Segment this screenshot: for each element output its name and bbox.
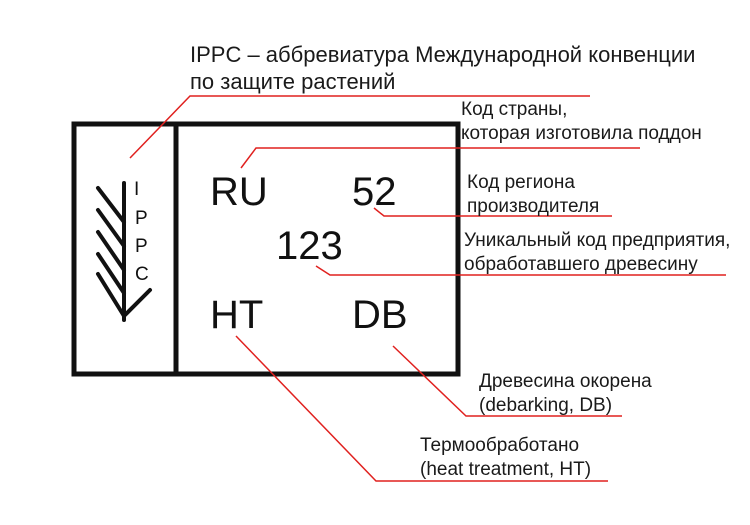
debarking-annotation: Древесина окорена (debarking, DB) xyxy=(479,370,652,418)
region-annotation: Код региона производителя xyxy=(467,171,599,219)
leader-enterprise xyxy=(315,265,726,276)
ippc-letter-p2: P xyxy=(135,236,148,257)
debarking-code: DB xyxy=(352,293,408,337)
country-annotation: Код страны, которая изготовила поддон xyxy=(461,98,702,146)
region-annotation-line2: производителя xyxy=(467,196,600,217)
ippc-letter-i: I xyxy=(134,179,140,200)
country-code: RU xyxy=(210,170,268,214)
leader-lines xyxy=(129,95,726,482)
country-annotation-line2: которая изготовила поддон xyxy=(461,123,702,144)
leader-debarking xyxy=(392,345,622,417)
leader-ippc xyxy=(129,95,590,159)
leader-region xyxy=(373,207,612,217)
ippc-explanation: IPPC – аббревиатура Международной конвен… xyxy=(190,41,695,95)
treatment-code: HT xyxy=(210,293,264,337)
ippc-letter-c: C xyxy=(135,264,149,285)
heat-annotation-line2: (heat treatment, HT) xyxy=(420,459,592,480)
debarking-annotation-line1: Древесина окорена xyxy=(479,371,652,392)
leader-heat xyxy=(235,335,608,482)
enterprise-annotation-line1: Уникальный код предприятия, xyxy=(464,230,731,251)
enterprise-annotation-line2: обработавшего древесину xyxy=(464,254,698,275)
country-annotation-line1: Код страны, xyxy=(461,99,568,120)
ippc-explanation-line1: IPPC – аббревиатура Международной конвен… xyxy=(190,42,696,67)
heat-annotation-line1: Термообработано xyxy=(420,435,580,456)
wheat-ear-icon xyxy=(96,181,152,322)
region-annotation-line1: Код региона xyxy=(467,172,575,193)
enterprise-code: 123 xyxy=(276,224,343,268)
leader-country xyxy=(240,147,640,169)
ippc-letter-p1: P xyxy=(135,208,148,229)
ippc-explanation-line2: по защите растений xyxy=(190,69,396,94)
heat-annotation: Термообработано (heat treatment, HT) xyxy=(420,434,591,482)
debarking-annotation-line2: (debarking, DB) xyxy=(479,395,613,416)
region-code: 52 xyxy=(352,170,397,214)
stamp-frame xyxy=(71,121,461,377)
enterprise-annotation: Уникальный код предприятия, обработавшег… xyxy=(464,229,730,277)
